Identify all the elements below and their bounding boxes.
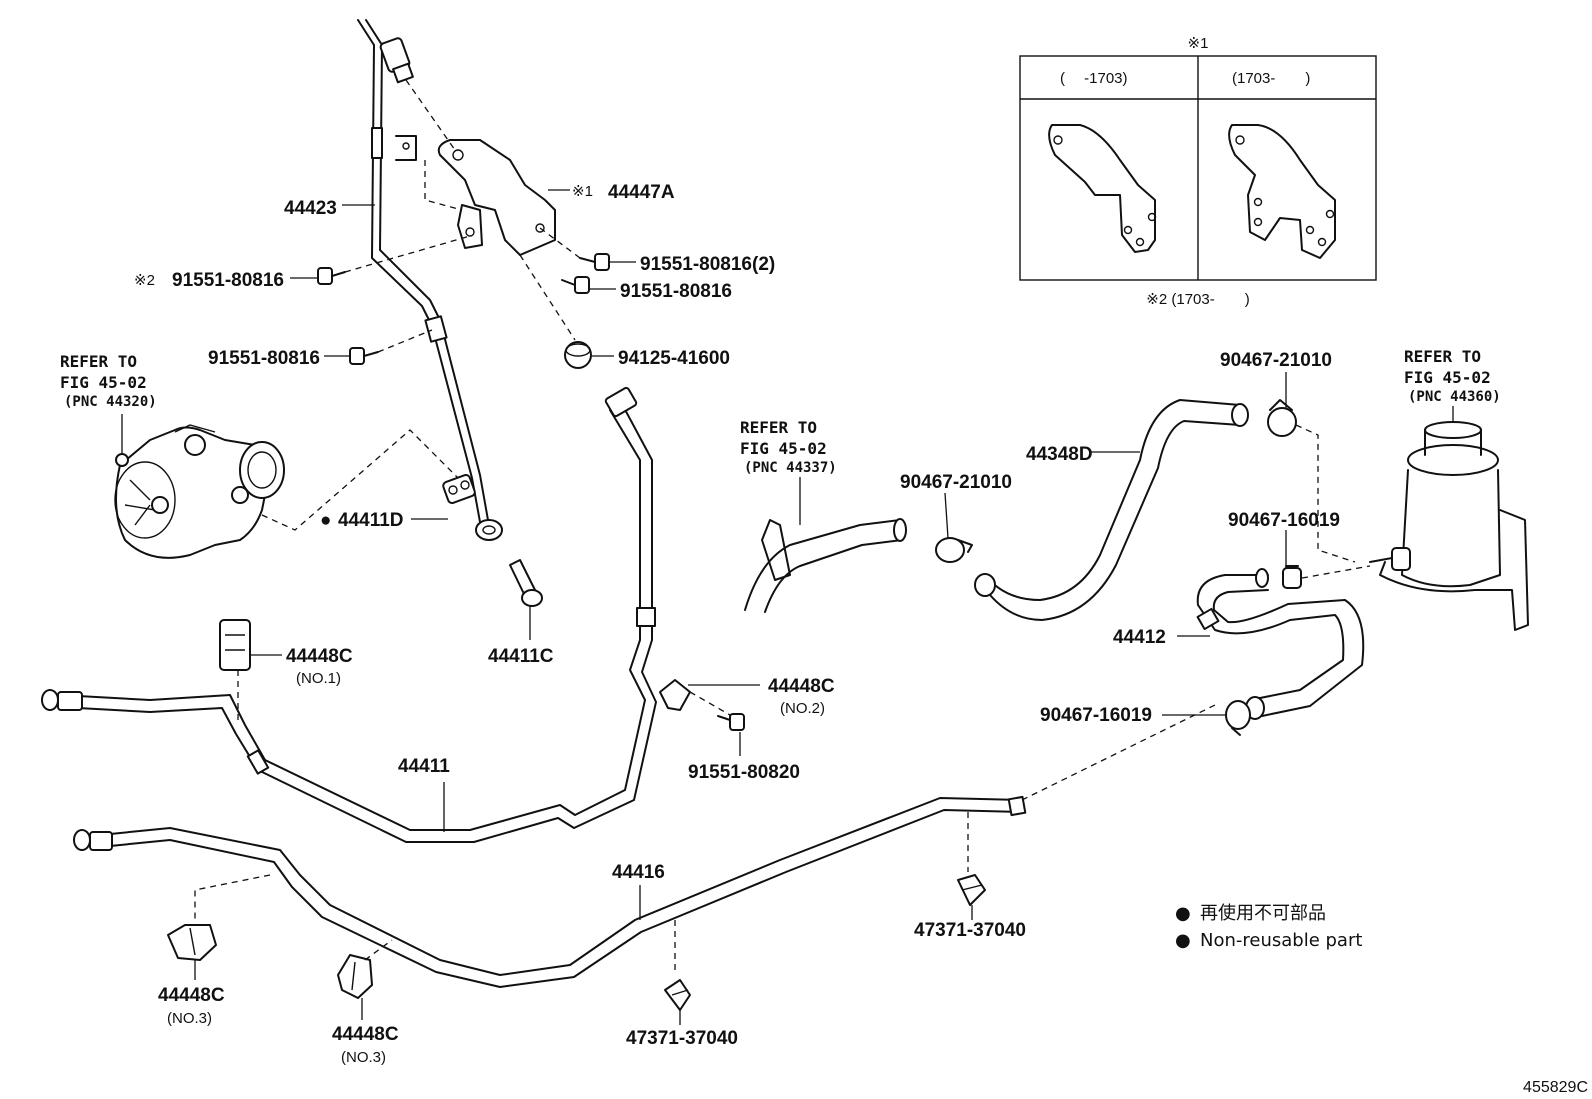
label-44448c-no1-sub: (NO.1) xyxy=(296,670,341,687)
svg-text:REFER TO: REFER TO xyxy=(740,418,817,437)
reference-tank: REFER TO FIG 45-02 (PNC 44360) xyxy=(1404,347,1501,405)
bracket-44447a xyxy=(395,135,556,256)
clamp-44448c-no3-b xyxy=(337,954,373,999)
hose-clamp-90467-16019-a xyxy=(1282,565,1302,589)
clip-47371-37040-b xyxy=(957,874,986,906)
label-90467-21010-b: 90467-21010 xyxy=(900,472,1012,493)
hose-44337-reference xyxy=(744,518,907,613)
svg-text:REFER TO: REFER TO xyxy=(60,352,137,371)
label-44448c-no3-a: 44448C xyxy=(158,985,225,1006)
inset-box: ※1 ( -1703) (1703- ) ※2 (1703- ) xyxy=(1019,35,1377,308)
label-47371-37040-a: 47371-37040 xyxy=(626,1028,738,1049)
label-44447a: 44447A xyxy=(608,182,675,203)
legend: ● 再使用不可部品 ● Non-reusable part xyxy=(1175,903,1362,951)
label-90467-16019-b: 90467-16019 xyxy=(1040,705,1152,726)
hose-clamp-90467-21010-b xyxy=(1267,399,1297,437)
label-44448c-no2: 44448C xyxy=(768,676,835,697)
svg-text:(PNC 44337): (PNC 44337) xyxy=(744,460,837,476)
bolt-91551-80816-a xyxy=(579,253,610,271)
clip-47371-37040-a xyxy=(664,979,691,1011)
svg-text:FIG 45-02: FIG 45-02 xyxy=(1404,368,1491,387)
label-91551-80816-c: 91551-80816 xyxy=(208,348,320,369)
svg-text:FIG 45-02: FIG 45-02 xyxy=(740,439,827,458)
label-44411: 44411 xyxy=(398,756,450,777)
clamp-44448c-no1 xyxy=(219,619,251,671)
label-91551-80816-a: 91551-80816 xyxy=(620,281,732,302)
label-90467-16019-a: 90467-16019 xyxy=(1228,510,1340,531)
label-44416: 44416 xyxy=(612,862,665,883)
collar-94125-41600 xyxy=(564,341,592,369)
label-44411c: 44411C xyxy=(488,646,554,667)
label-44447a-mark: ※1 xyxy=(572,183,593,200)
svg-text:FIG 45-02: FIG 45-02 xyxy=(60,373,147,392)
bolt-91551-80816-d xyxy=(349,347,379,365)
label-91551-80816-b-mark: ※2 xyxy=(134,272,155,289)
label-44448c-no1: 44448C xyxy=(286,646,353,667)
hose-44348d xyxy=(974,399,1249,621)
pressure-tube-44423 xyxy=(357,19,503,541)
label-44411d-mark: ● xyxy=(320,510,331,531)
inset-note: ※2 (1703- ) xyxy=(1146,291,1249,308)
hose-44412 xyxy=(1196,568,1365,720)
bolt-91551-80816-b xyxy=(561,276,590,294)
power-steering-pump xyxy=(114,424,285,559)
legend-line-en: Non-reusable part xyxy=(1200,930,1362,951)
label-44448c-no2-sub: (NO.2) xyxy=(780,700,825,717)
svg-text:(PNC 44320): (PNC 44320) xyxy=(64,394,157,410)
label-44412: 44412 xyxy=(1113,627,1166,648)
legend-bullet-2: ● xyxy=(1175,930,1191,951)
reservoir-tank-44360 xyxy=(1369,421,1529,631)
clamp-44448c-no3-a xyxy=(167,924,217,961)
svg-text:(PNC 44360): (PNC 44360) xyxy=(1408,389,1501,405)
label-91551-80820: 91551-80820 xyxy=(688,762,800,783)
union-bolt-44411c xyxy=(509,559,543,607)
label-44348d: 44348D xyxy=(1026,444,1093,465)
hose-clamp-90467-16019-b xyxy=(1225,700,1251,736)
label-47371-37040-b: 47371-37040 xyxy=(914,920,1026,941)
svg-text:REFER TO: REFER TO xyxy=(1404,347,1481,366)
label-90467-21010-a: 90467-21010 xyxy=(1220,350,1332,371)
label-44448c-no3-b-sub: (NO.3) xyxy=(341,1049,386,1066)
label-44448c-no3-a-sub: (NO.3) xyxy=(167,1010,212,1027)
figure-id: 455829C xyxy=(1523,1079,1588,1096)
clamp-44448c-no2 xyxy=(659,679,745,731)
bracket-old-drawing xyxy=(1048,124,1156,253)
return-tube-44411 xyxy=(41,386,657,843)
label-91551-80816-2: 91551-80816(2) xyxy=(640,254,775,275)
inset-mark: ※1 xyxy=(1188,35,1209,52)
bracket-new-drawing xyxy=(1228,124,1336,259)
label-94125-41600: 94125-41600 xyxy=(618,348,730,369)
bolt-91551-80816-c xyxy=(317,267,346,285)
return-tube-44416 xyxy=(73,795,1027,988)
reference-pump: REFER TO FIG 45-02 (PNC 44320) xyxy=(60,352,157,410)
label-44448c-no3-b: 44448C xyxy=(332,1024,399,1045)
inset-col-left: ( -1703) xyxy=(1060,70,1128,87)
hose-clamp-90467-21010-a xyxy=(935,537,973,563)
legend-line-ja: 再使用不可部品 xyxy=(1200,903,1326,924)
union-44411d xyxy=(442,474,476,504)
label-91551-80816-b: 91551-80816 xyxy=(172,270,284,291)
inset-col-right: (1703- ) xyxy=(1232,70,1310,87)
legend-bullet-1: ● xyxy=(1175,903,1191,924)
reference-hose: REFER TO FIG 45-02 (PNC 44337) xyxy=(740,418,837,476)
label-44411d: 44411D xyxy=(338,510,404,531)
label-44423: 44423 xyxy=(284,198,337,219)
